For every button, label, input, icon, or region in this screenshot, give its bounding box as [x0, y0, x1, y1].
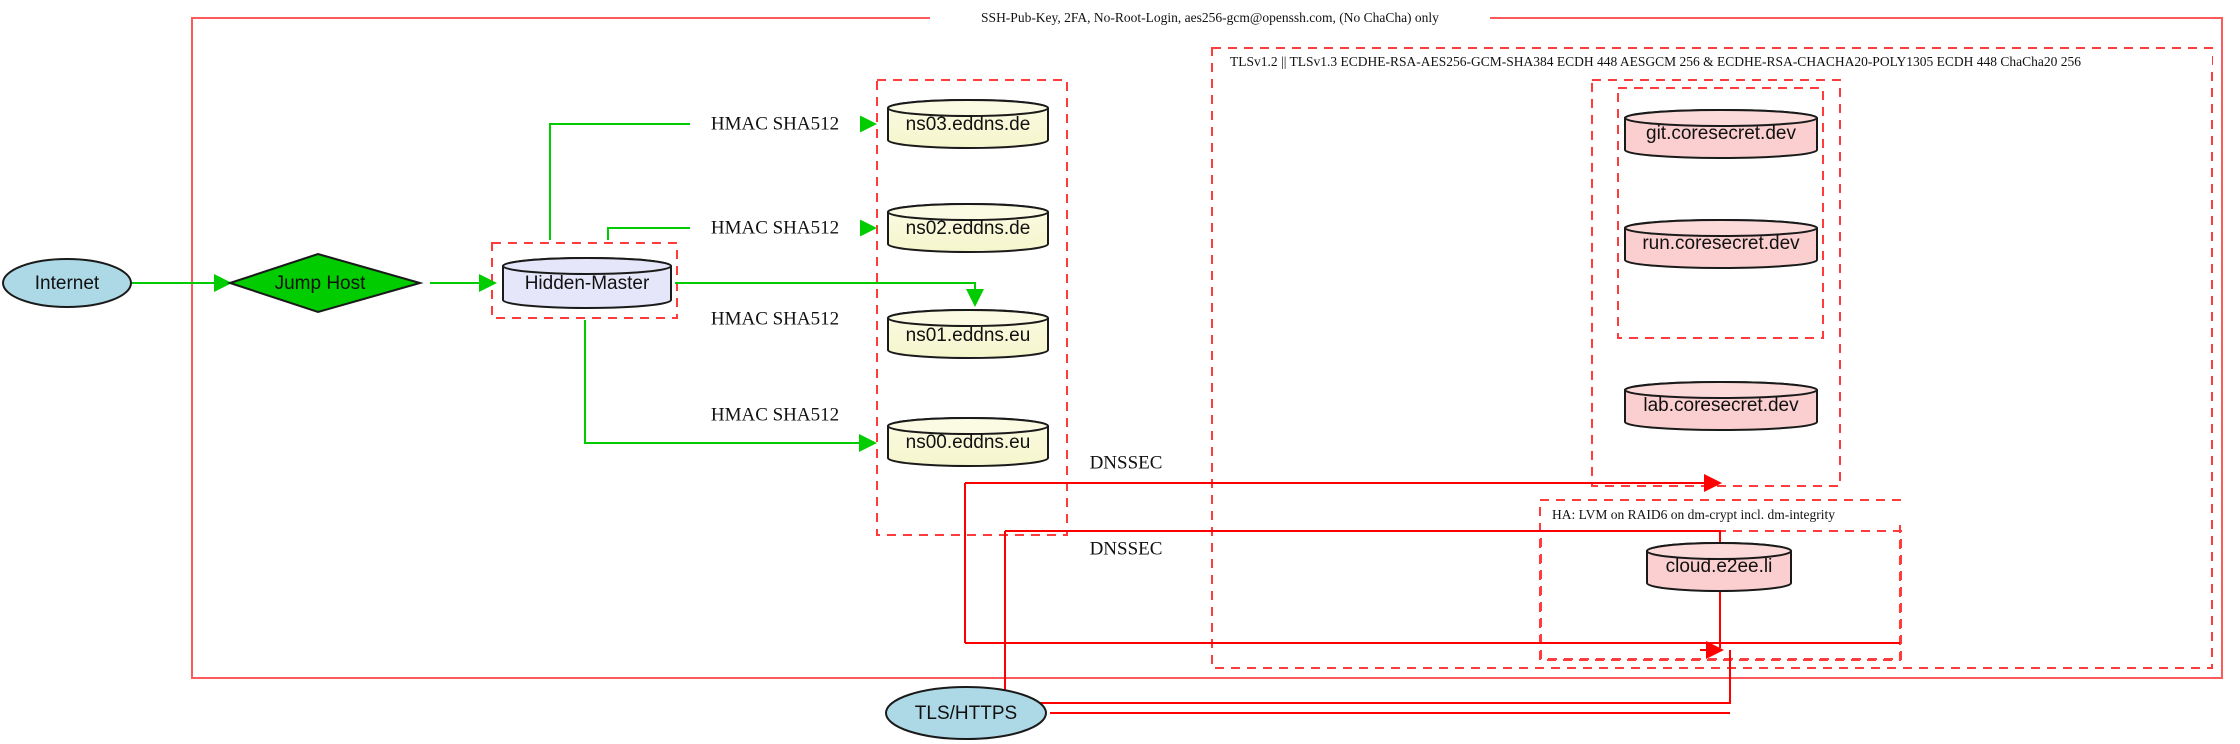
node-ns01[interactable]: ns01.eddns.eu	[887, 309, 1049, 359]
svg-text:DNSSEC: DNSSEC	[1090, 452, 1163, 473]
edge-dnssec-cloud-path	[1005, 530, 1721, 648]
cluster-tls-label: TLSv1.2 || TLSv1.3 ECDHE-RSA-AES256-GCM-…	[1222, 52, 2212, 72]
svg-text:SSH-Pub-Key, 2FA, No-Root-Logi: SSH-Pub-Key, 2FA, No-Root-Login, aes256-…	[981, 10, 1439, 25]
svg-text:HMAC SHA512: HMAC SHA512	[711, 404, 839, 425]
node-cloud-e2ee-label: cloud.e2ee.li	[1666, 556, 1773, 577]
node-run-coresecret-label: run.coresecret.dev	[1642, 233, 1800, 254]
edge-label-hmac-ns01: HMAC SHA512	[690, 308, 860, 330]
cluster-ha-label: HA: LVM on RAID6 on dm-crypt incl. dm-in…	[1548, 505, 1908, 525]
node-cloud-e2ee[interactable]: cloud.e2ee.li	[1646, 542, 1792, 592]
svg-text:HMAC SHA512: HMAC SHA512	[711, 308, 839, 329]
edge-hm-ns01	[675, 282, 984, 307]
cluster-ssh-label: SSH-Pub-Key, 2FA, No-Root-Login, aes256-…	[930, 8, 1490, 28]
node-tls-https-label: TLS/HTTPS	[915, 703, 1017, 724]
node-lab-coresecret-label: lab.coresecret.dev	[1643, 395, 1799, 416]
node-ns02-label: ns02.eddns.de	[906, 218, 1031, 239]
cluster-dns-border	[876, 79, 1068, 536]
node-tls-https[interactable]: TLS/HTTPS	[885, 686, 1047, 740]
node-hidden-master-label: Hidden-Master	[525, 273, 650, 294]
edge-label-hmac-ns02: HMAC SHA512	[690, 217, 860, 239]
edge-hm-ns02	[607, 227, 655, 240]
svg-text:HA: LVM on RAID6 on dm-crypt i: HA: LVM on RAID6 on dm-crypt incl. dm-in…	[1552, 507, 1835, 522]
node-internet-label: Internet	[35, 273, 100, 294]
edge-label-dnssec-upper: DNSSEC	[1070, 452, 1180, 474]
svg-text:HMAC SHA512: HMAC SHA512	[711, 113, 839, 134]
node-hidden-master[interactable]: Hidden-Master	[502, 257, 672, 309]
cluster-ssh-border	[191, 17, 2223, 679]
svg-text:TLSv1.2 || TLSv1.3 ECDHE-RSA-A: TLSv1.2 || TLSv1.3 ECDHE-RSA-AES256-GCM-…	[1230, 54, 2081, 69]
cluster-coresecret-inner-border	[1617, 87, 1824, 339]
cluster-coresecret-border	[1591, 79, 1841, 487]
node-internet[interactable]: Internet	[2, 258, 132, 308]
svg-text:DNSSEC: DNSSEC	[1090, 538, 1163, 559]
edge-label-hmac-ns00: HMAC SHA512	[690, 404, 860, 426]
node-ns01-label: ns01.eddns.eu	[906, 325, 1031, 346]
node-ns03[interactable]: ns03.eddns.de	[887, 99, 1049, 149]
node-git-coresecret-label: git.coresecret.dev	[1646, 123, 1796, 144]
node-ns02[interactable]: ns02.eddns.de	[887, 203, 1049, 253]
edge-hm-ns00	[584, 320, 877, 452]
node-ns03-label: ns03.eddns.de	[906, 114, 1031, 135]
edge-label-dnssec-lower: DNSSEC	[1070, 538, 1180, 560]
edge-label-hmac-ns03: HMAC SHA512	[690, 113, 860, 135]
svg-text:HMAC SHA512: HMAC SHA512	[711, 217, 839, 238]
node-git-coresecret[interactable]: git.coresecret.dev	[1624, 109, 1818, 159]
node-jump-host[interactable]: Jump Host	[226, 252, 424, 314]
cluster-tls-border	[1211, 47, 2213, 669]
node-ns00[interactable]: ns00.eddns.eu	[887, 417, 1049, 467]
node-run-coresecret[interactable]: run.coresecret.dev	[1624, 219, 1818, 269]
node-lab-coresecret[interactable]: lab.coresecret.dev	[1624, 381, 1818, 431]
node-ns00-label: ns00.eddns.eu	[906, 432, 1031, 453]
node-jump-host-label: Jump Host	[275, 273, 367, 294]
edge-tls-cloud	[1005, 650, 1731, 704]
